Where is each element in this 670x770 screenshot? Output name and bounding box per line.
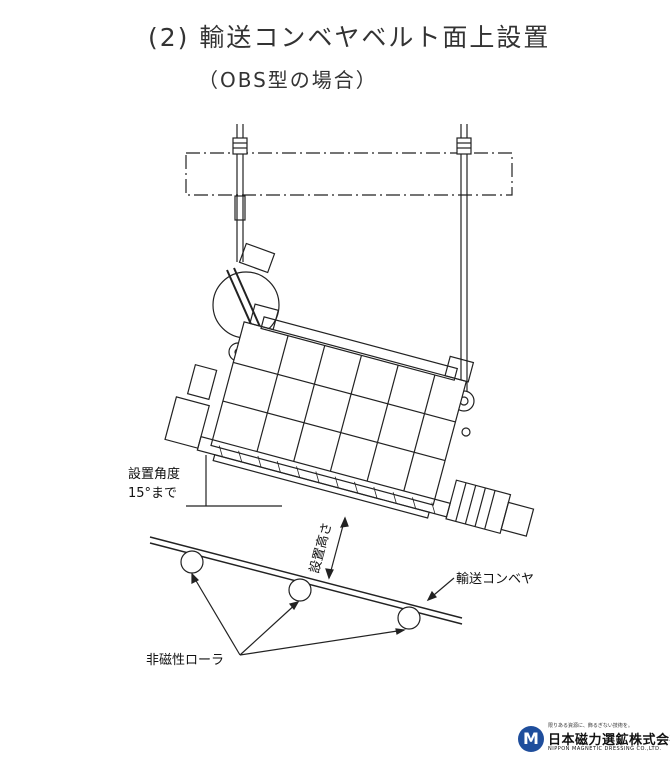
page-subtitle: （OBS型の場合）	[198, 68, 378, 92]
magnetic-separator	[164, 303, 535, 537]
logo-mark-icon: M	[518, 726, 544, 752]
support-beam	[185, 152, 513, 196]
install-angle-label: 設置角度	[128, 466, 180, 482]
page-title: (2) 輸送コンベヤベルト面上設置	[148, 23, 551, 52]
left-hanger-rod	[232, 124, 248, 262]
roller-2	[288, 578, 312, 602]
roller-3	[397, 606, 421, 630]
rollers-label: 非磁性ローラ	[146, 653, 224, 668]
right-hanger-rod	[453, 124, 475, 412]
install-height-label: 設置高さ	[306, 521, 335, 575]
company-logo: M 限りある資源に、飾るぎない技術を。 日本磁力選鉱株式会社 NIPPON MA…	[518, 720, 670, 756]
logo-tagline: 限りある資源に、飾るぎない技術を。	[548, 723, 633, 729]
logo-company-name-en: NIPPON MAGNETIC DRESSING CO.,LTD.	[548, 746, 662, 752]
logo-company-name: 日本磁力選鉱株式会社	[548, 733, 670, 748]
install-angle-value: 15°まで	[128, 486, 177, 501]
conveyor-label: 輸送コンベヤ	[456, 572, 534, 587]
roller-1	[180, 550, 204, 574]
